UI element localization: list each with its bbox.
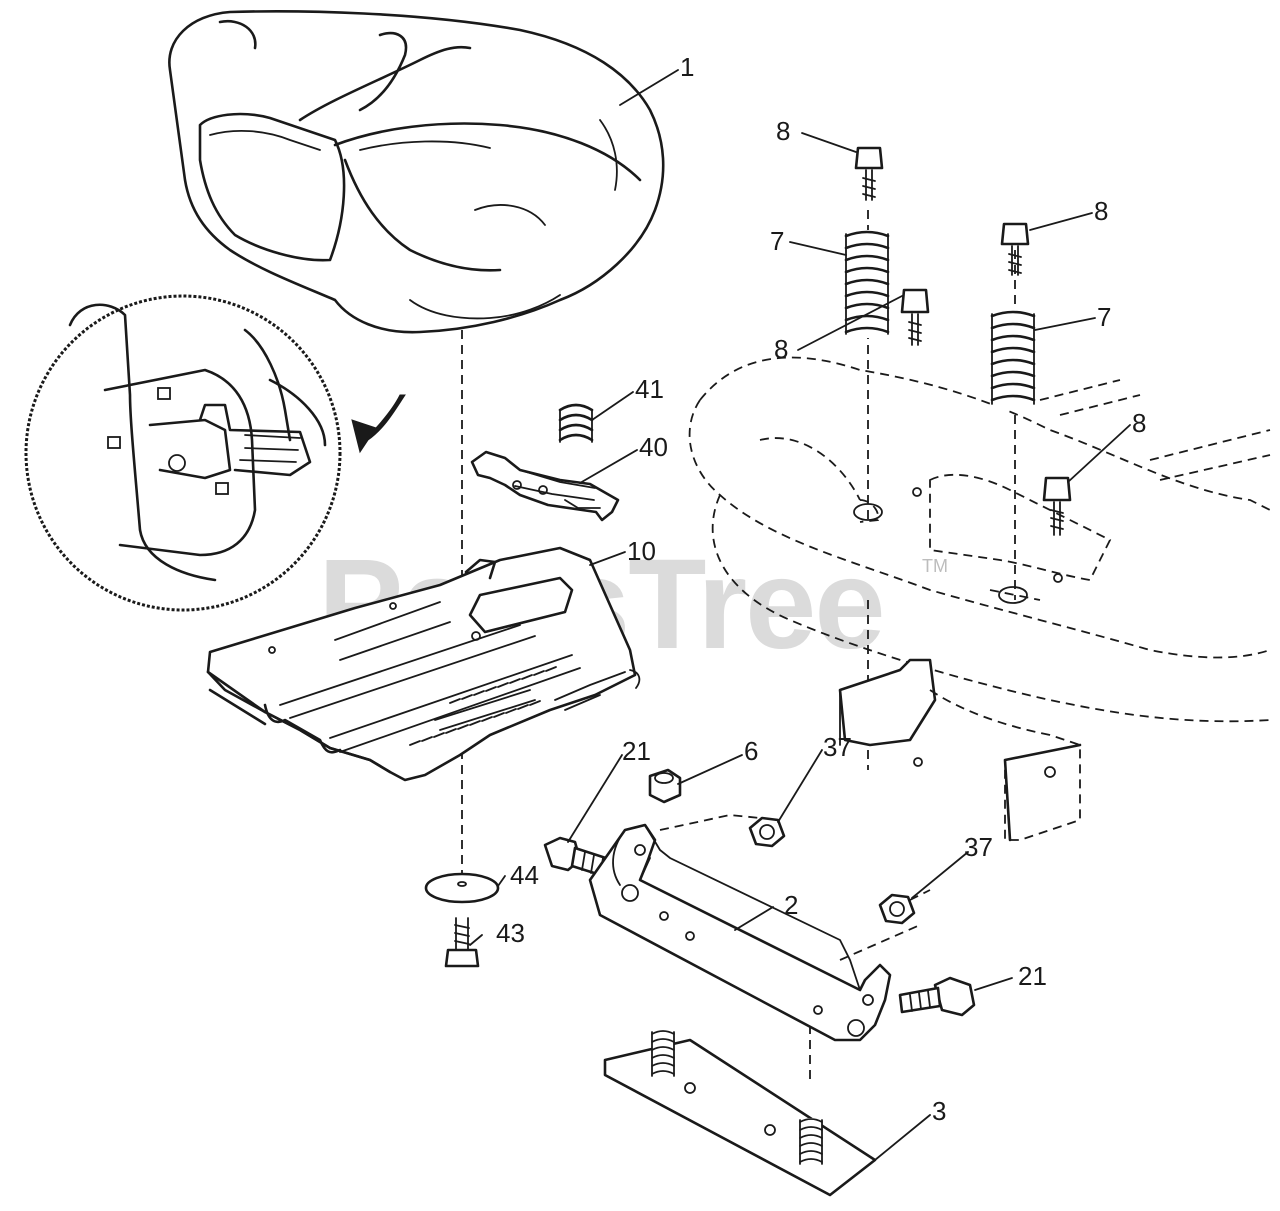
callout-8: 8 xyxy=(1132,408,1146,438)
bolt-43 xyxy=(444,917,480,968)
spring-7-right xyxy=(990,310,1036,410)
bolt-8-top-left xyxy=(854,146,884,201)
bracket-2 xyxy=(588,814,921,1042)
nut-37-upper xyxy=(748,816,786,848)
nut-37-lower xyxy=(878,889,931,925)
callout-8: 8 xyxy=(776,116,790,146)
callout-21: 21 xyxy=(622,736,651,766)
callout-8: 8 xyxy=(1094,196,1108,226)
mower-frame xyxy=(688,356,1271,842)
watermark-tm: TM xyxy=(922,556,948,576)
callout-6: 6 xyxy=(744,736,758,766)
callout-37: 37 xyxy=(964,832,993,862)
callout-7: 7 xyxy=(1097,302,1111,332)
spring-7-left xyxy=(844,230,890,338)
detail-inset xyxy=(24,294,406,612)
stud-right xyxy=(799,1118,823,1166)
washer-44 xyxy=(424,872,500,904)
latch-plate-40 xyxy=(470,450,620,522)
nut-6 xyxy=(648,768,682,804)
callout-2: 2 xyxy=(784,890,798,920)
small-spring-41 xyxy=(558,403,594,443)
callout-7: 7 xyxy=(770,226,784,256)
callout-37: 37 xyxy=(823,732,852,762)
callout-8: 8 xyxy=(774,334,788,364)
bolt-8-top-right xyxy=(1000,222,1030,276)
callout-10: 10 xyxy=(627,536,656,566)
frame-holes xyxy=(853,487,1063,604)
callout-labels: 1 8 8 7 7 8 8 41 40 10 21 6 37 37 44 43 … xyxy=(496,52,1146,1126)
callout-3: 3 xyxy=(932,1096,946,1126)
callout-43: 43 xyxy=(496,918,525,948)
base-plate-3 xyxy=(603,1030,877,1197)
leader-lines xyxy=(469,69,1131,1161)
bolt-21-lower xyxy=(898,976,976,1017)
callout-44: 44 xyxy=(510,860,539,890)
stud-left xyxy=(651,1030,675,1078)
callout-21: 21 xyxy=(1018,961,1047,991)
callout-40: 40 xyxy=(639,432,668,462)
bolt-8-mid-left xyxy=(900,288,930,346)
seat-part xyxy=(168,10,665,334)
bolt-8-mid-right xyxy=(1042,476,1072,536)
seat-pan-10 xyxy=(206,546,641,782)
callout-1: 1 xyxy=(680,52,694,82)
callout-41: 41 xyxy=(635,374,664,404)
